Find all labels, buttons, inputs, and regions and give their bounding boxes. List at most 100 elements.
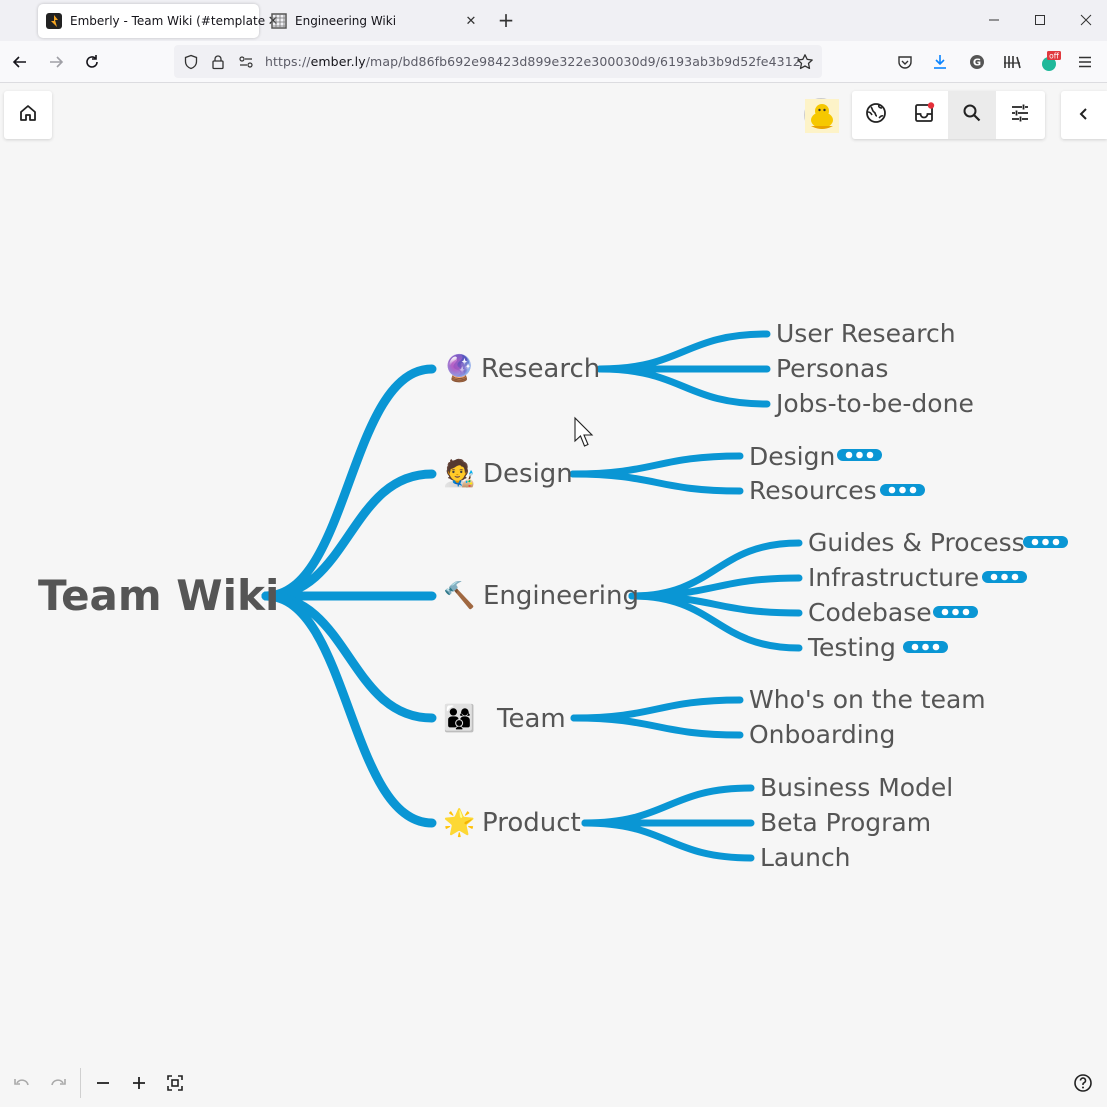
downloads-icon[interactable] (927, 49, 953, 75)
topic-label: Team (496, 704, 566, 734)
subtopic-business-model[interactable]: Business Model (760, 773, 953, 802)
topic-team[interactable]: 👨‍👩‍👦 Team (443, 703, 566, 734)
child-connector-2-2 (569, 470, 744, 495)
url-path: /map/bd86fb692e98423d899e322e300030d9/61… (365, 54, 801, 69)
topic-emoji: 👨‍👩‍👦 (443, 703, 475, 734)
topic-engineering[interactable]: 🔨 Engineering (443, 580, 639, 611)
user-avatar[interactable] (804, 98, 839, 133)
topic-design[interactable]: 🧑‍🎨 Design (443, 457, 573, 489)
topic-product[interactable]: 🌟 Product (443, 807, 581, 838)
subtopic-guides-process[interactable]: Guides & Process (808, 528, 1025, 557)
topic-label: Engineering (483, 581, 639, 611)
expand-more-pill[interactable] (1023, 536, 1068, 548)
inbox-button[interactable] (900, 91, 948, 139)
inbox-icon (913, 102, 935, 128)
tab-title: Engineering Wiki (295, 14, 397, 28)
subtopic-personas[interactable]: Personas (776, 354, 888, 383)
topic-emoji: 🔮 (443, 353, 475, 384)
redo-icon[interactable] (46, 1071, 70, 1095)
subtopic-design[interactable]: Design (749, 442, 835, 471)
library-icon[interactable] (999, 49, 1025, 75)
minimize-window-icon[interactable] (982, 8, 1006, 32)
home-icon (18, 103, 38, 127)
url-text: https://ember.ly/map/bd86fb692e98423d899… (265, 54, 801, 69)
mind-map-canvas[interactable]: Team Wiki 🔮 Research 🧑‍🎨 Design 🔨 Engine… (0, 84, 1107, 1044)
grid-favicon-icon (271, 13, 287, 29)
expand-more-pill[interactable] (903, 641, 948, 653)
subtopic-beta-program[interactable]: Beta Program (760, 808, 931, 837)
child-connector-1-3 (596, 365, 771, 408)
child-connector-4-2 (570, 714, 744, 739)
subtopic-resources[interactable]: Resources (749, 476, 877, 505)
pocket-icon[interactable] (892, 49, 918, 75)
topic-research[interactable]: 🔮 Research (443, 353, 600, 384)
reload-icon[interactable] (79, 49, 105, 75)
tab-engineering-wiki[interactable]: Engineering Wiki ✕ (263, 4, 487, 38)
subtopic-layer: User Research Personas Jobs-to-be-done D… (749, 319, 1025, 872)
topic-label: Product (482, 808, 581, 838)
map-toolbar (852, 91, 1045, 139)
child-connector-3-4 (628, 592, 803, 652)
subtopic-whos-on-the-team[interactable]: Who's on the team (749, 685, 986, 714)
child-connector-5-3 (581, 819, 755, 862)
close-tab-icon[interactable]: ✕ (465, 13, 477, 29)
tracking-shield-icon[interactable] (182, 53, 200, 71)
subtopic-user-research[interactable]: User Research (776, 319, 956, 348)
extension-g-icon[interactable]: G (964, 49, 990, 75)
forward-icon[interactable] (43, 49, 69, 75)
tab-emberly[interactable]: Emberly - Team Wiki (#template ✕ (38, 4, 279, 38)
undo-icon[interactable] (10, 1071, 34, 1095)
topic-emoji: 🌟 (443, 807, 475, 838)
settings-button[interactable] (996, 91, 1044, 139)
root-connector-1 (261, 364, 437, 601)
help-icon[interactable] (1071, 1071, 1095, 1095)
root-connector-2 (261, 469, 437, 601)
svg-text:G: G (973, 58, 981, 69)
new-tab-button[interactable]: + (497, 8, 515, 32)
emberly-logo-icon (46, 13, 62, 29)
hamburger-menu-icon[interactable] (1072, 49, 1098, 75)
search-icon (962, 103, 982, 127)
publish-button[interactable] (852, 91, 900, 139)
expand-more-pill[interactable] (837, 449, 882, 461)
subtopic-jobs-to-be-done[interactable]: Jobs-to-be-done (774, 389, 974, 418)
child-connector-1-1 (596, 330, 771, 373)
url-bar[interactable]: https://ember.ly/map/bd86fb692e98423d899… (174, 45, 822, 78)
url-prefix: https:// (265, 54, 311, 69)
maximize-window-icon[interactable] (1028, 8, 1052, 32)
expand-more-pill[interactable] (982, 571, 1027, 583)
collapse-panel-button[interactable] (1061, 91, 1107, 139)
root-connector-5 (261, 591, 437, 828)
collapsed-children-layer (837, 449, 1068, 653)
search-button[interactable] (948, 91, 996, 139)
subtopic-infrastructure[interactable]: Infrastructure (808, 563, 979, 592)
topic-emoji: 🧑‍🎨 (443, 457, 476, 489)
extension-badge-text: off (1049, 52, 1060, 61)
subtopic-launch[interactable]: Launch (760, 843, 851, 872)
lock-icon[interactable] (209, 53, 227, 71)
root-node[interactable]: Team Wiki (38, 571, 279, 620)
subtopic-codebase[interactable]: Codebase (808, 598, 932, 627)
expand-more-pill[interactable] (933, 606, 978, 618)
bookmark-star-icon[interactable] (796, 53, 814, 71)
subtopic-testing[interactable]: Testing (807, 633, 896, 662)
home-button[interactable] (4, 91, 52, 139)
expand-more-pill[interactable] (880, 484, 925, 496)
tab-title: Emberly - Team Wiki (#template (70, 14, 266, 28)
extension-off-icon[interactable]: off (1036, 49, 1062, 75)
close-window-icon[interactable] (1074, 8, 1098, 32)
close-tab-icon[interactable]: ✕ (267, 13, 279, 29)
zoom-out-icon[interactable] (91, 1071, 115, 1095)
url-host: ember.ly (310, 54, 366, 69)
globe-icon (865, 102, 887, 128)
chevron-left-icon (1077, 106, 1091, 125)
subtopic-onboarding[interactable]: Onboarding (749, 720, 895, 749)
zoom-in-icon[interactable] (127, 1071, 151, 1095)
connector-layer (261, 330, 803, 862)
back-icon[interactable] (7, 49, 33, 75)
permissions-icon[interactable] (237, 53, 255, 71)
navigation-bar: https://ember.ly/map/bd86fb692e98423d899… (0, 41, 1107, 83)
topic-label: Design (483, 459, 573, 489)
child-connector-5-1 (581, 784, 755, 827)
fit-to-screen-icon[interactable] (163, 1071, 187, 1095)
